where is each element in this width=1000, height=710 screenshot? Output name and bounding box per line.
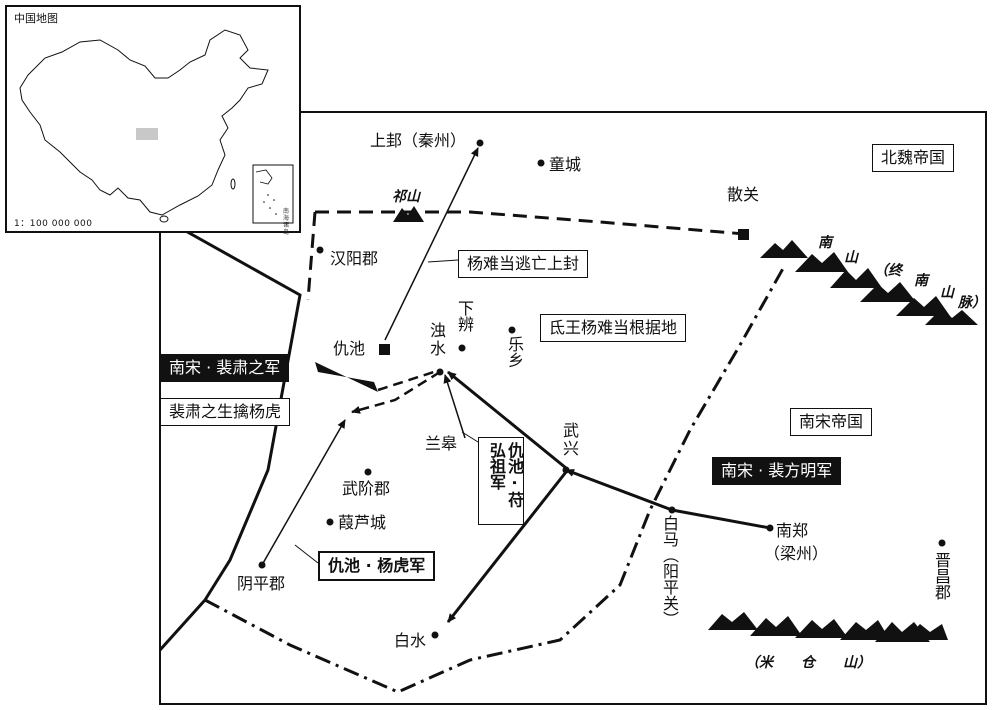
- west-boundary-dashed: [306, 211, 317, 301]
- pei-su-capture-callout: 裴肃之生擒杨虎: [160, 398, 291, 426]
- yinping-label: 阴平郡: [237, 574, 286, 593]
- wujie-marker: [364, 468, 372, 476]
- baima-label: 白马（阳平关）: [660, 515, 679, 627]
- south-sea-inset: [252, 164, 294, 224]
- xiabian-label: 下辨: [455, 300, 474, 332]
- liangzhou-label: （梁州）: [764, 544, 829, 563]
- nanshan-label-2: 山: [844, 250, 858, 266]
- qiuchi-marker: [379, 344, 390, 355]
- route-pei-su-dashed-2: [351, 370, 441, 414]
- nanshan-mountain-icon: [760, 240, 978, 325]
- china-outline: [19, 29, 269, 216]
- south-boundary-dashdot: [204, 264, 787, 694]
- pei-fangming-army-callout: 南宋 · 裴方明军: [712, 457, 842, 485]
- route-pei-su-dashed: [377, 368, 441, 392]
- jialu-label: 葭芦城: [338, 513, 387, 532]
- nanshan-label-6: 脉）: [958, 295, 986, 311]
- tongcheng-label: 童城: [549, 155, 582, 174]
- route-fu-hongzu: [443, 374, 466, 439]
- tongcheng-marker: [537, 159, 545, 167]
- route-yang-hu: [261, 419, 346, 566]
- leader-fu: [461, 431, 479, 443]
- fu-hongzu-army-callout: 仇池 · 苻弘祖军: [478, 437, 524, 525]
- micang-mountain-icon: [708, 612, 948, 642]
- shanggui-marker: [476, 139, 484, 147]
- lexiang-label: 乐乡: [505, 336, 524, 368]
- west-border-line-lower: [158, 598, 207, 652]
- yang-nandang-flee-callout: 杨难当逃亡上封: [458, 250, 589, 278]
- inset-scale: 1：100 000 000: [14, 219, 93, 229]
- hanyang-marker: [316, 246, 324, 254]
- pei-su-army-pointer: [315, 362, 378, 392]
- nanshan-label-4: 南: [914, 273, 928, 289]
- taiwan-island: [230, 178, 236, 190]
- sanguan-label: 散关: [727, 185, 760, 204]
- route-pei-fangming-3: [447, 370, 567, 470]
- pei-su-army-callout: 南宋 · 裴肃之军: [160, 354, 290, 382]
- langao-label: 兰皋: [425, 434, 458, 453]
- nanzheng-label: 南郑: [776, 521, 809, 540]
- route-yang-nandang-flee: [384, 147, 479, 341]
- jinchang-label: 晋昌郡: [932, 552, 951, 600]
- yang-hu-army-callout: 仇池 · 杨虎军: [318, 551, 436, 581]
- west-border-line: [174, 223, 302, 601]
- xiabian-marker: [458, 344, 466, 352]
- sanguan-marker: [738, 229, 749, 240]
- shanggui-label: 上邽（秦州）: [370, 131, 467, 150]
- south-song-empire-label: 南宋帝国: [790, 408, 873, 436]
- di-base-callout: 氐王杨难当根据地: [540, 314, 687, 342]
- qiuchi-label: 仇池: [333, 339, 366, 358]
- north-boundary-dashed: [315, 210, 746, 236]
- hanyang-label: 汉阳郡: [330, 249, 379, 268]
- inset-highlight-region: [136, 128, 158, 140]
- south-sea-coast: [255, 169, 273, 185]
- nanshan-label-5: 山: [940, 285, 954, 301]
- qishan-mountain-icon: [393, 206, 424, 222]
- south-sea-islands: [263, 194, 277, 215]
- qishan-label: 祁山: [392, 189, 420, 205]
- nanshan-label-1: 南: [818, 235, 832, 251]
- wuxing-marker: [562, 466, 570, 474]
- zhuoshui-label: 浊水: [429, 321, 446, 358]
- leader-flee: [427, 259, 459, 263]
- south-sea-label: 南海诸岛: [283, 208, 290, 236]
- baima-marker: [668, 506, 676, 514]
- route-pei-fangming-1: [671, 508, 771, 530]
- wuxing-label: 武兴: [563, 421, 580, 458]
- jialu-marker: [326, 518, 334, 526]
- baishui-label: 白水: [394, 631, 427, 650]
- yinping-marker: [258, 561, 266, 569]
- inset-title: 中国地图: [14, 12, 58, 25]
- route-pei-fangming-4: [446, 471, 568, 623]
- baishui-marker: [431, 631, 439, 639]
- micang-label: （米 仓 山）: [745, 655, 871, 671]
- hainan-island: [159, 215, 169, 223]
- jinchang-marker: [938, 539, 946, 547]
- nanshan-label-3: （终: [874, 263, 902, 279]
- wujie-label: 武阶郡: [342, 479, 391, 498]
- north-wei-empire-label: 北魏帝国: [872, 144, 955, 172]
- lexiang-marker: [508, 326, 516, 334]
- nanzheng-marker: [766, 524, 774, 532]
- route-pei-fangming-2: [565, 468, 673, 512]
- zhuoshui-marker: [436, 368, 444, 376]
- leader-yanghu: [294, 544, 319, 564]
